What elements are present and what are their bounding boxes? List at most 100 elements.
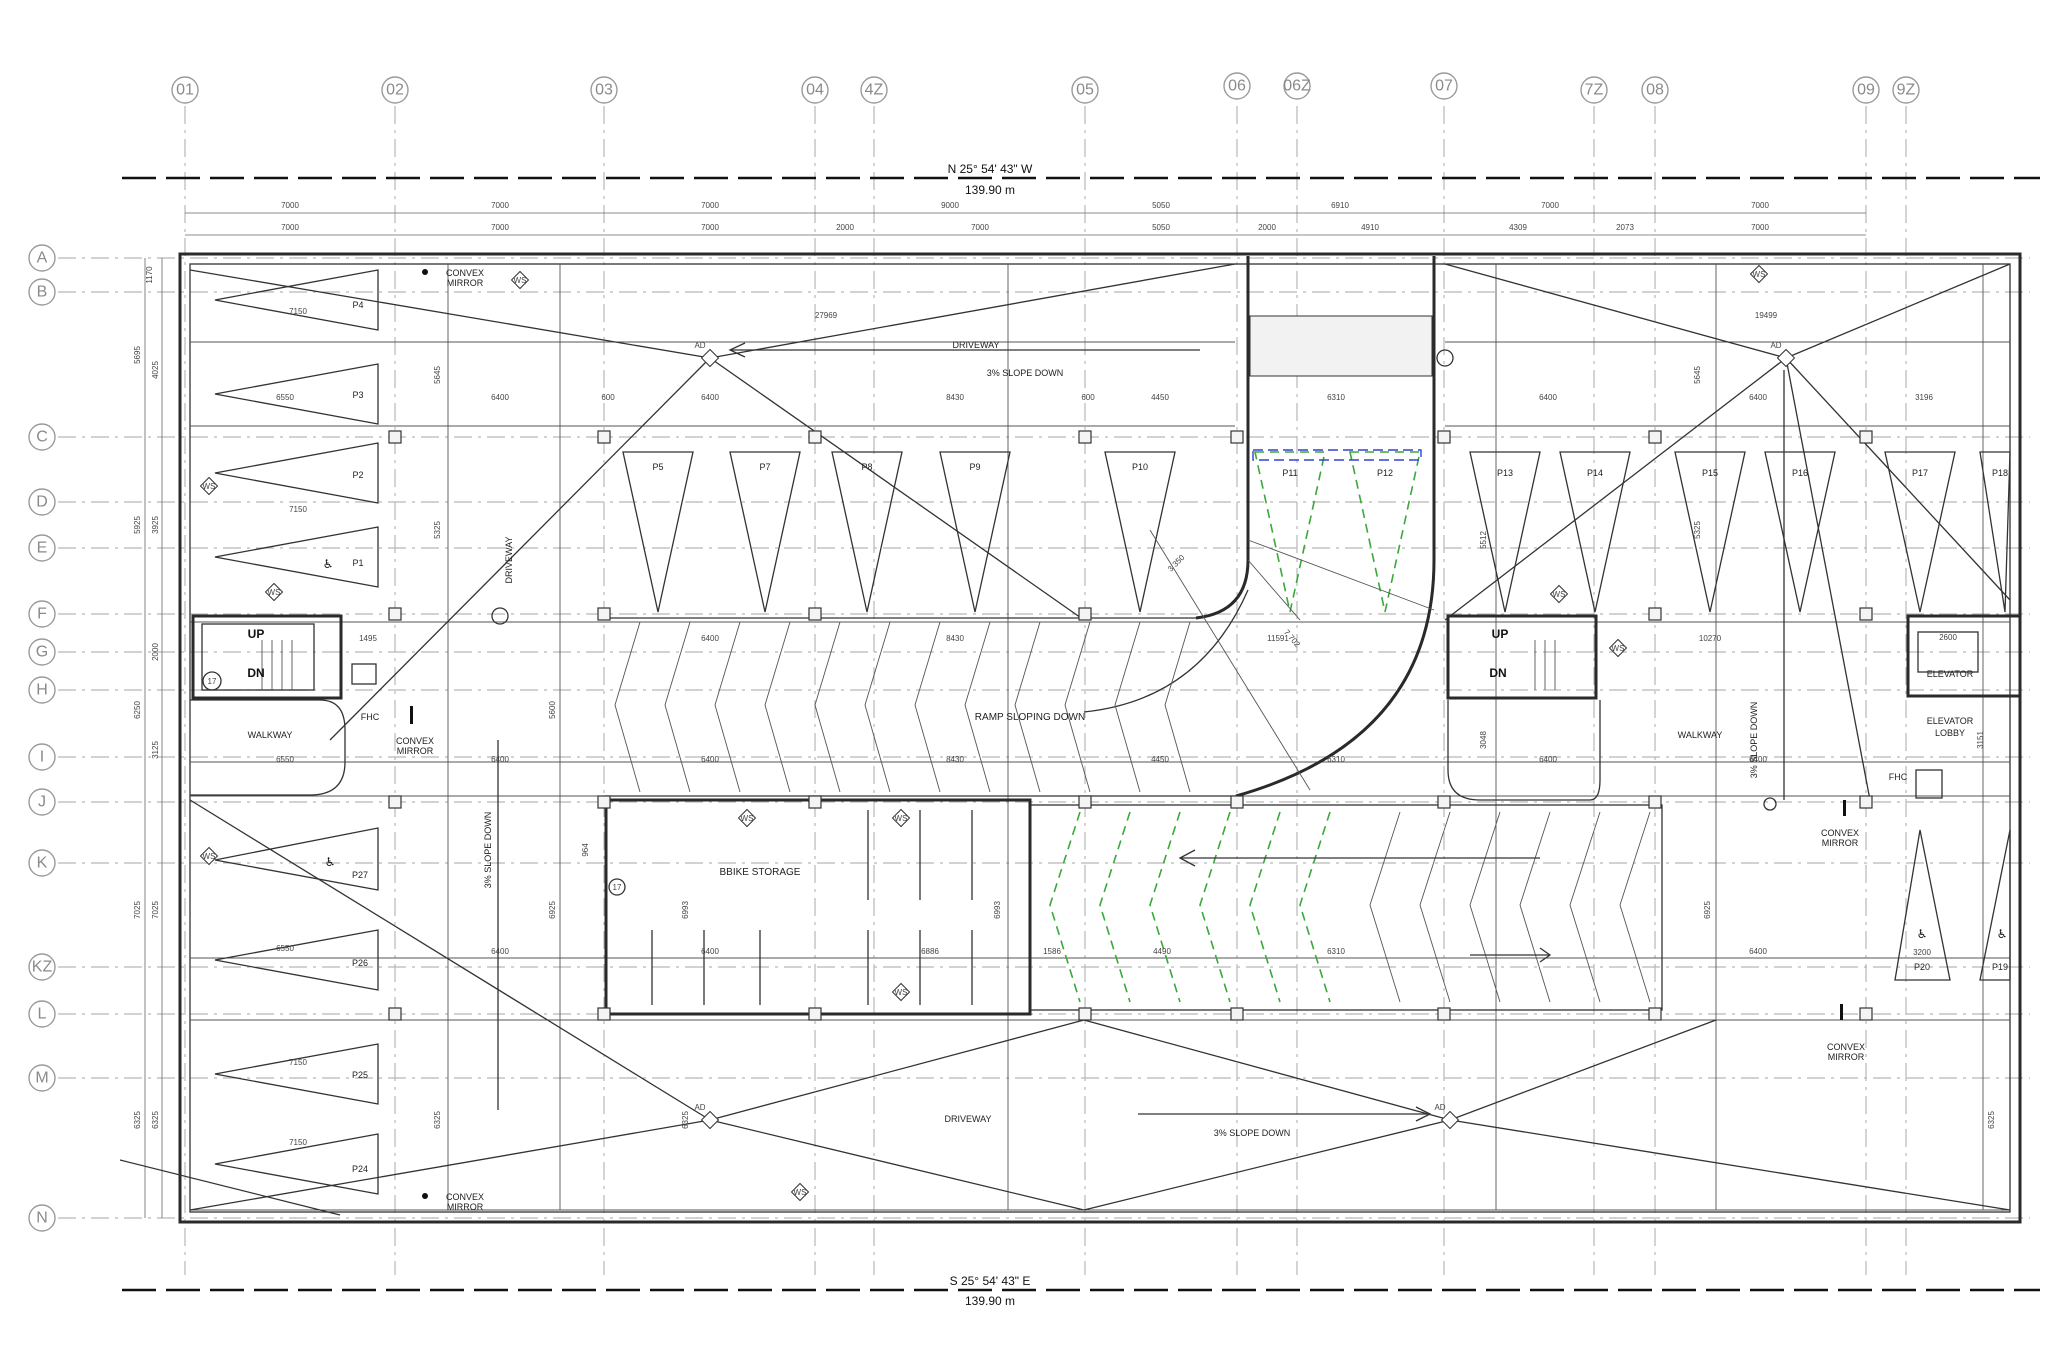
svg-text:P26: P26: [352, 958, 368, 968]
svg-text:WS: WS: [514, 276, 527, 285]
svg-text:7000: 7000: [701, 223, 719, 232]
svg-text:5645: 5645: [433, 366, 442, 384]
grid-bubble-j: J: [28, 788, 56, 816]
grid-bubble-7z: 7Z: [1580, 76, 1608, 104]
svg-text:27969: 27969: [815, 311, 838, 320]
area-drain-4: AD: [1434, 1103, 1460, 1130]
svg-text:AD: AD: [1770, 341, 1781, 350]
grid-bubble-a: A: [28, 244, 56, 272]
svg-text:600: 600: [1081, 393, 1095, 402]
ramp-label: RAMP SLOPING DOWN: [975, 712, 1085, 723]
svg-text:6400: 6400: [1749, 755, 1767, 764]
parking-stall-p9: P9: [939, 451, 1011, 613]
svg-text:6910: 6910: [1331, 201, 1349, 210]
parking-stall-p13: P13: [1469, 451, 1541, 613]
svg-text:7000: 7000: [281, 223, 299, 232]
svg-text:7Z: 7Z: [1585, 82, 1604, 99]
svg-text:P14: P14: [1587, 468, 1603, 478]
parking-stall-p3: P3 6550: [214, 363, 379, 425]
water-spigot-9: WS: [891, 808, 911, 828]
column-bubbles: 01 02 03 04 4Z 05 06 06Z 07 7Z 08 09 9Z: [171, 72, 1920, 104]
svg-text:WALKWAY: WALKWAY: [1678, 730, 1723, 740]
svg-text:6400: 6400: [491, 947, 509, 956]
svg-text:4910: 4910: [1361, 223, 1379, 232]
driveway-top-label: DRIVEWAY: [952, 340, 999, 350]
grid-bubble-g: G: [28, 638, 56, 666]
svg-text:DN: DN: [1489, 666, 1506, 680]
drainage-lines: [119, 263, 2011, 1216]
ramp-chevrons: [614, 621, 1191, 793]
svg-text:P4: P4: [352, 300, 363, 310]
ramp: RAMP SLOPING DOWN 3 350 7 702: [604, 256, 1436, 798]
driveway-bottom-label: DRIVEWAY: [944, 1114, 991, 1124]
grid-bubble-03: 03: [590, 76, 618, 104]
svg-text:5050: 5050: [1152, 201, 1170, 210]
svg-text:P2: P2: [352, 470, 363, 480]
svg-text:LOBBY: LOBBY: [1935, 728, 1965, 738]
svg-text:08: 08: [1646, 82, 1664, 99]
grid-bubble-06z: 06Z: [1283, 72, 1311, 100]
svg-text:WALKWAY: WALKWAY: [248, 730, 293, 740]
water-spigot-3: WS: [264, 582, 284, 602]
grid-bubble-07: 07: [1430, 72, 1458, 100]
water-spigot-2: WS: [199, 476, 219, 496]
parking-stall-p14: P14: [1559, 451, 1631, 613]
svg-text:7000: 7000: [701, 201, 719, 210]
svg-text:6325: 6325: [151, 1111, 160, 1129]
svg-text:AD: AD: [694, 341, 705, 350]
parking-stall-p7: P7: [729, 451, 801, 613]
svg-text:5512: 5512: [1479, 531, 1488, 549]
grid-bubble-06: 06: [1223, 72, 1251, 100]
svg-text:19499: 19499: [1755, 311, 1778, 320]
svg-text:WS: WS: [895, 988, 908, 997]
svg-text:6400: 6400: [701, 947, 719, 956]
grid-bubble-08: 08: [1641, 76, 1669, 104]
svg-text:6400: 6400: [1749, 947, 1767, 956]
ramp-radius-1: 3 350: [1166, 553, 1187, 574]
parking-stall-p24: P24 7150: [214, 1133, 379, 1195]
svg-text:E: E: [37, 540, 48, 557]
svg-text:7000: 7000: [1751, 201, 1769, 210]
svg-text:07: 07: [1435, 78, 1453, 95]
svg-text:7150: 7150: [289, 1058, 307, 1067]
row-bubbles: A B C D E F G H I J K KZ L M N: [28, 244, 56, 1232]
grid-bubble-f: F: [28, 600, 56, 628]
svg-text:6400: 6400: [701, 634, 719, 643]
bottom-length: 139.90 m: [965, 1294, 1015, 1308]
grid-bubble-kz: KZ: [28, 953, 56, 981]
svg-text:8430: 8430: [946, 393, 964, 402]
bottom-bearing: S 25° 54' 43" E: [950, 1274, 1031, 1288]
svg-text:CONVEX: CONVEX: [446, 1192, 484, 1202]
svg-text:K: K: [37, 855, 48, 872]
svg-text:ELEVATOR: ELEVATOR: [1927, 716, 1974, 726]
slope-top-label: 3% SLOPE DOWN: [987, 368, 1064, 378]
parking-stall-p15: P15: [1674, 451, 1746, 613]
svg-text:6310: 6310: [1327, 755, 1345, 764]
svg-text:UP: UP: [248, 627, 265, 641]
grid-bubble-l: L: [28, 1000, 56, 1028]
left-dimensions: 1170 5695 4025 5925 3925 2000 6250 3125 …: [133, 258, 163, 1218]
stair-right: UP DN: [1446, 614, 1598, 700]
svg-text:DN: DN: [247, 666, 264, 680]
svg-text:2073: 2073: [1616, 223, 1634, 232]
parking-stall-p16: P16: [1764, 451, 1836, 613]
grid-bubble-9z: 9Z: [1892, 76, 1920, 104]
svg-text:3125: 3125: [151, 741, 160, 759]
parking-stall-p17: P17: [1884, 451, 1956, 613]
svg-text:P5: P5: [652, 462, 663, 472]
svg-text:WS: WS: [1553, 590, 1566, 599]
bike-storage-label: BBIKE STORAGE: [720, 867, 801, 878]
svg-text:M: M: [35, 1070, 48, 1087]
svg-text:09: 09: [1857, 82, 1875, 99]
svg-text:6400: 6400: [1539, 755, 1557, 764]
slope-bottom-label: 3% SLOPE DOWN: [1214, 1128, 1291, 1138]
svg-text:7025: 7025: [133, 901, 142, 919]
svg-text:9000: 9000: [941, 201, 959, 210]
svg-text:P19: P19: [1992, 962, 2008, 972]
svg-text:4490: 4490: [1153, 947, 1171, 956]
grid-bubble-k: K: [28, 849, 56, 877]
markers: [491, 349, 1777, 811]
